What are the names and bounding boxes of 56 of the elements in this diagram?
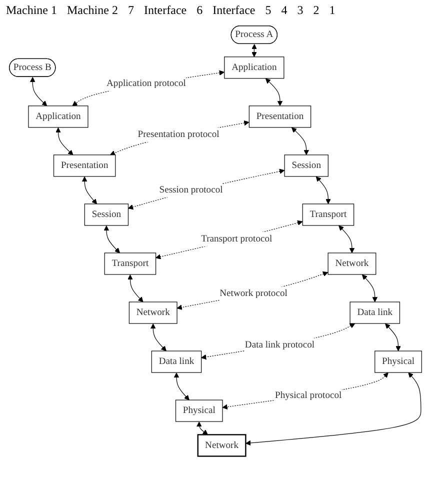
- node-box: Network: [128, 302, 178, 324]
- arrow: [338, 225, 355, 254]
- arrow: [222, 372, 388, 410]
- node-box: Network: [328, 252, 376, 275]
- arrow: [385, 323, 401, 352]
- edge-label: Session protocol: [159, 184, 223, 195]
- layer-label: Interface: [212, 3, 256, 18]
- layer-label: 2: [313, 3, 320, 18]
- arrow: [72, 70, 224, 106]
- layer-label: 5: [265, 3, 272, 18]
- edge-label: Physical protocol: [274, 390, 342, 400]
- arrow: [128, 274, 144, 302]
- edge-label: Data link protocol: [244, 340, 315, 350]
- node-box: Session: [84, 204, 129, 226]
- layer-label: 6: [196, 3, 203, 18]
- layer-label: 3: [297, 3, 304, 18]
- arrow: [104, 225, 120, 254]
- arrow: [245, 372, 422, 446]
- layer-label: Interface: [144, 3, 187, 18]
- arrow: [265, 78, 283, 106]
- arrow: [110, 120, 250, 156]
- node-box: Presentation: [248, 106, 312, 128]
- arrow: [150, 324, 166, 352]
- node-box: Presentation: [53, 154, 116, 177]
- arrow: [201, 323, 356, 360]
- node-box: Physical: [175, 400, 223, 422]
- arrow: [156, 220, 303, 260]
- arrow: [252, 44, 257, 58]
- node-box: Application: [28, 106, 88, 128]
- arrow: [30, 76, 48, 106]
- layer-label: 7: [128, 3, 134, 18]
- edge-label: Network protocol: [220, 288, 288, 299]
- layer-label: 1: [329, 3, 336, 18]
- node-box: Network: [197, 434, 246, 457]
- layer-label: Machine 2: [66, 3, 118, 18]
- node-box: Physical: [374, 350, 422, 373]
- arrow: [56, 127, 74, 156]
- layer-label: 4: [281, 3, 288, 18]
- layer-label: Machine 1: [6, 3, 57, 18]
- edge-label: Application protocol: [106, 78, 186, 89]
- arrow: [176, 271, 328, 310]
- arrow: [174, 372, 190, 400]
- edge-label: Transport protocol: [201, 234, 272, 244]
- arrow: [362, 274, 378, 302]
- node-box: Transport: [104, 252, 156, 275]
- node-box: Data link: [350, 302, 400, 324]
- arrow: [82, 176, 98, 204]
- node-box: Application: [224, 56, 284, 79]
- arrow: [292, 127, 309, 156]
- arrow: [316, 176, 331, 204]
- node-box: Session: [284, 154, 328, 177]
- node-box: Transport: [302, 204, 354, 226]
- edge-label: Presentation protocol: [138, 129, 220, 140]
- arrow: [128, 168, 285, 210]
- arrow: [196, 422, 208, 435]
- node-box: Data link: [151, 350, 202, 373]
